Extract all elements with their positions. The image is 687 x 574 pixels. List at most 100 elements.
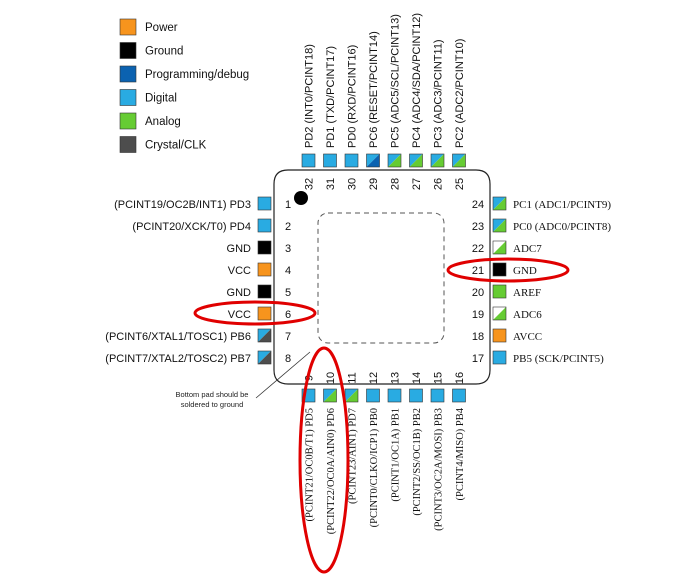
pin-number-20: 20 — [472, 287, 484, 299]
pins-left: 1(PCINT19/OC2B/INT1) PD32(PCINT20/XCK/T0… — [105, 196, 291, 365]
pin-label-31: PD1 (TXD/PCINT17) — [325, 46, 337, 148]
pin-label-16: (PCINT4/MISO) PB4 — [455, 407, 466, 500]
pin-label-5: GND — [227, 287, 252, 299]
pin-number-32: 32 — [304, 178, 316, 190]
pin-label-23: PC0 (ADC0/PCINT8) — [513, 221, 611, 233]
pad-bottom-15 — [430, 388, 445, 403]
pad-right-19 — [492, 306, 507, 321]
pin-number-18: 18 — [472, 331, 484, 343]
pin-label-15: (PCINT3/OC2A/MOSI) PB3 — [434, 408, 445, 531]
pin-number-21: 21 — [472, 265, 484, 277]
pin-label-29: PC6 (RESET/PCINT14) — [368, 31, 380, 148]
pad-bottom-11 — [344, 388, 359, 403]
pad-left-2 — [257, 218, 272, 233]
pin-number-28: 28 — [390, 178, 402, 190]
pin-number-27: 27 — [411, 178, 423, 190]
legend-label-1: Ground — [145, 46, 183, 58]
pad-top-25 — [452, 153, 466, 168]
pin-number-5: 5 — [285, 287, 291, 299]
pad-right-23 — [492, 218, 507, 233]
pins-bottom: 9(PCINT21/OC0B/T1) PD510(PCINT22/OC0A/AI… — [301, 372, 466, 534]
legend-swatch-2 — [119, 65, 137, 83]
pad-top-28 — [387, 153, 402, 168]
pin-number-4: 4 — [285, 265, 291, 277]
legend-label-3: Digital — [145, 93, 177, 105]
pin-label-6: VCC — [228, 309, 251, 321]
legend-label-0: Power — [145, 22, 178, 34]
pad-top-29 — [366, 153, 380, 168]
legend-swatch-4 — [119, 112, 137, 130]
pad-top-32 — [301, 153, 316, 168]
pin-label-3: GND — [227, 243, 252, 255]
pin-number-22: 22 — [472, 243, 484, 255]
legend: PowerGroundProgramming/debugDigitalAnalo… — [119, 18, 249, 153]
pin-number-7: 7 — [285, 331, 291, 343]
pin1-marker-dot — [294, 191, 308, 205]
pin-number-6: 6 — [285, 309, 291, 321]
pad-bottom-16 — [452, 388, 466, 403]
pin-label-12: (PCINT0/CLKO/ICP1) PB0 — [369, 408, 380, 527]
pin-label-18: AVCC — [513, 331, 542, 343]
pad-bottom-14 — [409, 388, 423, 403]
pin-label-22: ADC7 — [513, 243, 542, 255]
pad-left-7 — [257, 328, 272, 343]
pin-number-29: 29 — [368, 178, 380, 190]
legend-swatch-5 — [119, 136, 137, 153]
exposed-pad-outline — [317, 212, 445, 344]
legend-label-5: Crystal/CLK — [145, 140, 207, 152]
pin-label-26: PC3 (ADC3/PCINT11) — [433, 39, 445, 148]
pin-label-7: (PCINT6/XTAL1/TOSC1) PB6 — [105, 331, 251, 343]
pin-label-30: PD0 (RXD/PCINT16) — [347, 45, 359, 148]
legend-swatch-0 — [119, 18, 137, 36]
pad-top-30 — [344, 153, 359, 168]
note-line-1: Bottom pad should be — [176, 390, 249, 399]
pin-number-13: 13 — [390, 372, 402, 384]
pin-label-27: PC4 (ADC4/SDA/PCINT12) — [411, 13, 423, 148]
highlight-ellipse-gnd — [446, 257, 570, 283]
pin-number-25: 25 — [454, 178, 466, 190]
pin-label-19: ADC6 — [513, 309, 542, 321]
pad-left-1 — [257, 196, 272, 211]
pin-number-24: 24 — [472, 199, 484, 211]
pad-right-24 — [492, 196, 507, 211]
pad-left-5 — [257, 284, 272, 299]
pin-label-21: GND — [513, 265, 537, 277]
pin-label-2: (PCINT20/XCK/T0) PD4 — [132, 221, 251, 233]
pad-top-31 — [323, 153, 337, 168]
highlight-ellipse-pd5-pd6 — [298, 346, 350, 574]
pin-label-11: (PCINT23/AIN1) PD7 — [348, 408, 359, 504]
pin-label-17: PB5 (SCK/PCINT5) — [513, 353, 604, 365]
pin-number-1: 1 — [285, 199, 291, 211]
pad-left-3 — [257, 240, 272, 255]
pin-number-8: 8 — [285, 353, 291, 365]
pin-label-32: PD2 (INT0/PCINT18) — [304, 44, 316, 148]
pad-right-20 — [492, 284, 507, 299]
pad-left-6 — [257, 306, 272, 321]
pin-number-31: 31 — [325, 178, 337, 190]
pad-right-17 — [492, 350, 507, 365]
pad-top-26 — [430, 153, 445, 168]
legend-label-2: Programming/debug — [145, 69, 249, 81]
pad-left-4 — [257, 262, 272, 277]
pin-number-17: 17 — [472, 353, 484, 365]
pin-number-12: 12 — [368, 372, 380, 384]
pin-label-13: (PCINT1/OC1A) PB1 — [391, 408, 402, 502]
legend-label-4: Analog — [145, 116, 181, 128]
highlight-ellipse-vcc — [193, 300, 317, 326]
pad-bottom-10 — [323, 388, 337, 403]
pin-number-10: 10 — [325, 372, 337, 384]
pin-number-30: 30 — [347, 178, 359, 190]
pin-label-9: (PCINT21/OC0B/T1) PD5 — [305, 408, 316, 521]
pad-right-18 — [492, 328, 507, 343]
chip-body — [273, 169, 491, 385]
note-line-2: soldered to ground — [181, 400, 244, 409]
pin-label-1: (PCINT19/OC2B/INT1) PD3 — [114, 199, 251, 211]
pad-bottom-13 — [387, 388, 402, 403]
pin-number-15: 15 — [433, 372, 445, 384]
pad-right-21 — [492, 262, 507, 277]
pin-label-10: (PCINT22/OC0A/AIN0) PD6 — [326, 408, 337, 534]
pins-top: 32 PD2 (INT0/PCINT18) 31 PD1 (TXD/PCINT17) 3… — [301, 13, 466, 190]
pin-label-24: PC1 (ADC1/PCINT9) — [513, 199, 611, 211]
pin-number-3: 3 — [285, 243, 291, 255]
